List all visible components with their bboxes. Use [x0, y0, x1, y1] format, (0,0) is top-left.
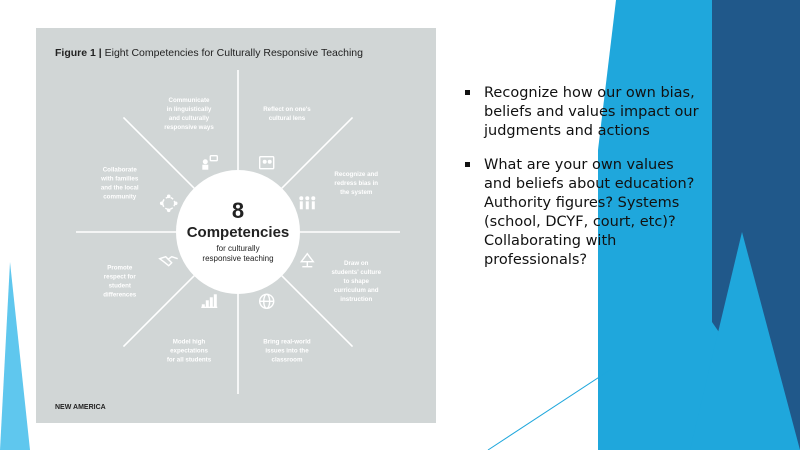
bullet-marker	[465, 90, 470, 95]
segment-divider	[281, 116, 354, 189]
bar-chart-icon	[201, 294, 218, 308]
people-icon	[299, 196, 316, 210]
globe-icon	[259, 293, 275, 309]
bullet-item: What are your own values and beliefs abo…	[462, 156, 702, 270]
segment-divider	[122, 116, 195, 189]
segment-divider	[122, 275, 195, 348]
community-icon	[159, 194, 178, 213]
center-subtitle-line1: for culturally	[216, 244, 259, 253]
conversation-icon	[202, 155, 218, 170]
bullet-text: Recognize how our own bias, beliefs and …	[484, 85, 699, 139]
decor-white-wedge	[598, 0, 616, 150]
bullet-item: Recognize how our own bias, beliefs and …	[462, 84, 702, 141]
bullet-text: What are your own values and beliefs abo…	[484, 157, 695, 268]
lamp-icon	[299, 252, 315, 268]
bullet-list: Recognize how our own bias, beliefs and …	[462, 84, 702, 285]
segment-divider	[281, 275, 354, 348]
center-title: Competencies	[187, 224, 290, 241]
handshake-icon	[158, 255, 178, 267]
decor-large-triangle	[690, 232, 800, 450]
decor-thin-line	[487, 369, 611, 450]
reflection-icon	[259, 156, 275, 170]
bullet-marker	[465, 162, 470, 167]
center-circle	[176, 170, 300, 294]
decor-left-triangle	[0, 262, 30, 450]
center-subtitle-line2: responsive teaching	[202, 254, 273, 263]
figure-title: Figure 1 | Eight Competencies for Cultur…	[55, 47, 363, 59]
center-number: 8	[232, 198, 244, 223]
figure-footer: NEW AMERICA	[55, 404, 106, 411]
